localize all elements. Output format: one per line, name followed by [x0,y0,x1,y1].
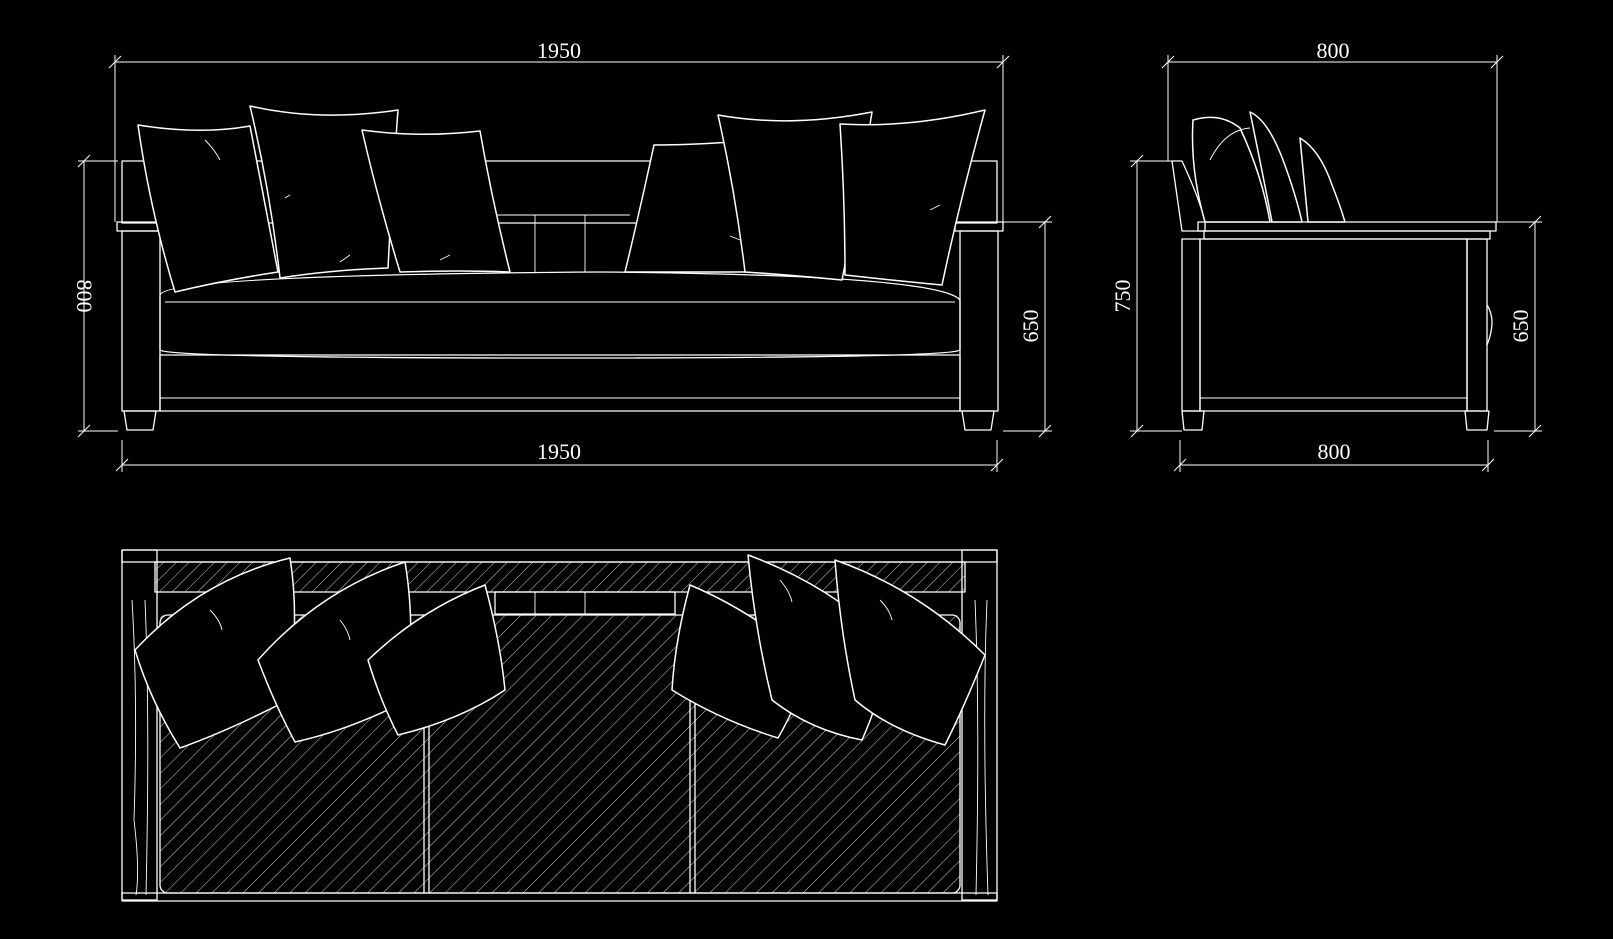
side-pillow-1 [1191,116,1271,223]
side-dim-top: 800 [1161,38,1504,222]
top-pillow-6 [834,559,986,746]
front-dim-right-label: 650 [1018,310,1043,343]
side-pillow-2 [1249,111,1303,223]
side-view: 800 800 750 650 [1110,38,1542,472]
top-view [121,549,998,902]
side-pillow-3 [1299,137,1346,223]
front-dim-right: 650 [1003,215,1052,438]
front-pillow-6 [839,109,986,286]
front-dim-top: 1950 [108,38,1010,222]
front-view: 1950 1950 800 650 [72,38,1052,472]
side-sofa-frame [1171,111,1497,431]
front-pillow-2 [249,105,399,279]
side-dim-right-label: 650 [1508,310,1533,343]
side-dim-right: 650 [1494,215,1542,438]
top-pillow-3 [367,584,506,736]
front-sofa-frame [116,160,1004,431]
side-dim-left: 750 [1110,154,1182,438]
front-dim-bottom: 1950 [115,439,1004,472]
side-dim-left-label: 750 [1110,280,1135,313]
side-dim-top-label: 800 [1317,38,1350,63]
side-dim-bottom-label: 800 [1318,439,1351,464]
front-dim-left-label: 800 [72,280,97,313]
front-pillow-3 [361,129,511,273]
side-dim-bottom: 800 [1173,439,1495,472]
front-pillow-1 [137,124,279,293]
front-dim-top-label: 1950 [537,38,581,63]
top-pillows [134,554,986,749]
front-dim-left: 800 [72,154,118,438]
front-pillows [137,105,986,293]
front-dim-bottom-label: 1950 [537,439,581,464]
